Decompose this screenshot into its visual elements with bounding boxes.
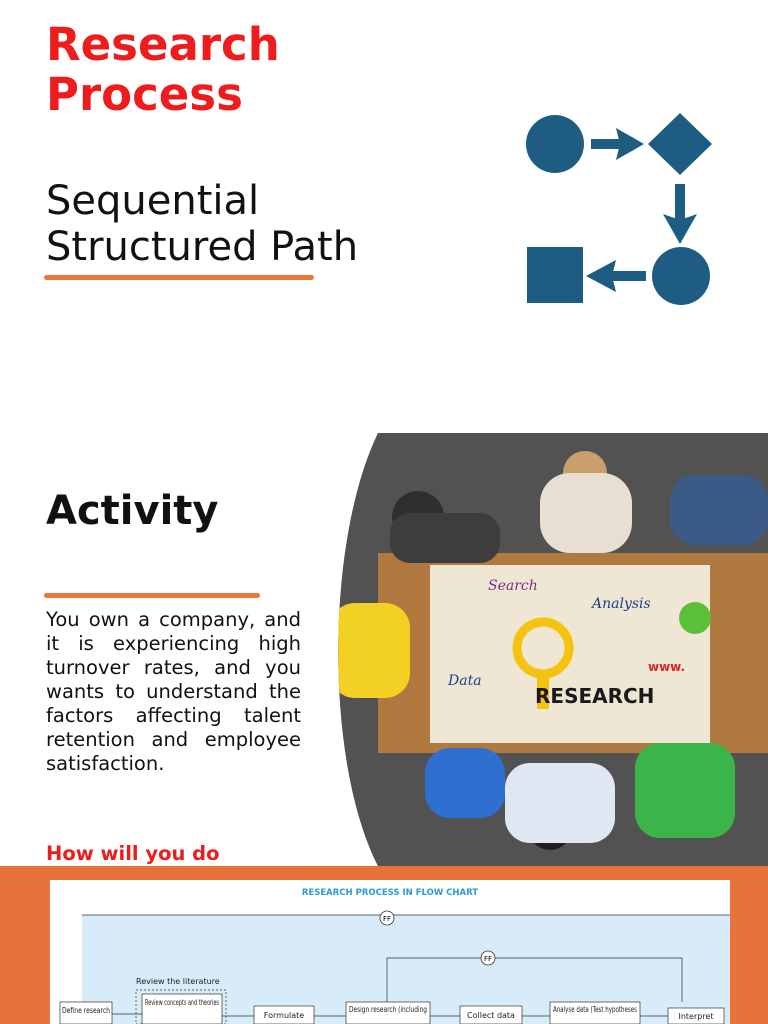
flowchart-title: RESEARCH PROCESS IN FLOW CHART xyxy=(301,888,479,898)
box-define xyxy=(59,1001,113,1024)
activity-underline xyxy=(44,593,260,598)
subtitle-line-2: Structured Path xyxy=(46,224,359,270)
ff-label-top: FF xyxy=(383,915,391,923)
photo-word-data: Data xyxy=(447,673,482,689)
photo-word-www: www. xyxy=(648,660,685,674)
arrow-left-head xyxy=(586,260,616,292)
box-interpret-label: Interpret xyxy=(678,1012,713,1021)
page-title: Research Process xyxy=(46,18,280,121)
circle-shape xyxy=(526,115,584,173)
review-literature-group xyxy=(135,989,227,1024)
activity-title: Activity xyxy=(46,488,219,534)
arrow-down-head xyxy=(663,214,697,244)
plant-icon xyxy=(679,602,711,634)
box-design-label: Design research (including xyxy=(349,1005,427,1014)
square-shape xyxy=(527,247,583,303)
subtitle-line-1: Sequential xyxy=(46,178,260,224)
title-underline xyxy=(44,275,314,280)
arrow-right-head xyxy=(616,128,644,160)
box-analyse xyxy=(549,1001,641,1024)
box-formulate xyxy=(253,1005,315,1024)
photo-word-search: Search xyxy=(488,578,538,594)
box-analyse-label: Analyse data (Test hypotheses xyxy=(553,1005,637,1014)
box-collect xyxy=(459,1005,523,1024)
activity-description: You own a company, and it is experiencin… xyxy=(46,608,301,775)
activity-prompt: How will you do xyxy=(46,842,220,865)
arrow-down-shaft xyxy=(675,184,685,220)
arrow-right-shaft xyxy=(591,139,623,149)
box-review-label: Review concepts and theories xyxy=(145,998,219,1007)
team-research-photo: Search Analysis Data RESEARCH www. xyxy=(338,433,768,866)
arrow-left-shaft xyxy=(610,271,646,281)
process-flow-icon xyxy=(526,113,712,305)
research-process-flowchart: RESEARCH PROCESS IN FLOW CHART FF FF Rev… xyxy=(50,880,730,1024)
diamond-shape xyxy=(648,113,712,175)
ff-label-mid: FF xyxy=(484,955,492,963)
ff-marker-mid xyxy=(480,950,496,966)
flowchart-diagram: FF FF Review the literature Define resea… xyxy=(59,910,730,1024)
box-review xyxy=(141,993,223,1024)
photo-word-research: RESEARCH xyxy=(535,684,654,708)
circle-shape-2 xyxy=(652,247,710,305)
review-literature-label: Review the literature xyxy=(136,977,220,986)
box-define-label: Define research xyxy=(62,1006,110,1015)
ff-marker-top xyxy=(379,910,395,926)
box-formulate-label: Formulate xyxy=(264,1011,304,1020)
box-collect-label: Collect data xyxy=(467,1011,515,1020)
box-design xyxy=(345,1001,431,1024)
photo-word-analysis: Analysis xyxy=(590,596,651,612)
page-subtitle: Sequential Structured Path xyxy=(46,178,446,270)
